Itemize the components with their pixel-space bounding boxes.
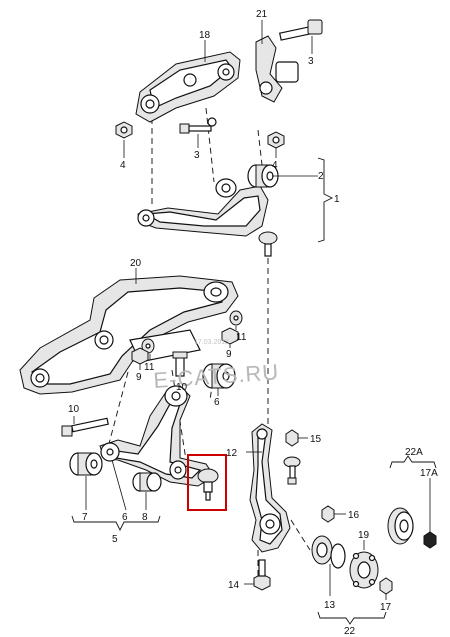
callout-10: 10 [68, 404, 80, 415]
watermark-text: E-CATS.RU [153, 359, 280, 393]
callout-15: 15 [310, 434, 322, 445]
wheel-hub-19[interactable] [349, 551, 379, 589]
steering-knuckle-12[interactable] [249, 423, 291, 553]
lower-control-arm-5[interactable] [99, 385, 215, 487]
callout-11: 11 [236, 332, 247, 343]
callout-22A: 22A [405, 447, 423, 458]
wheel-bearing-13[interactable] [311, 535, 346, 569]
callout-12: 12 [226, 448, 238, 459]
callout-22: 22 [344, 626, 356, 637]
bolt-3-upper[interactable] [278, 19, 323, 41]
callout-2: 2 [318, 171, 324, 182]
callout-9: 9 [136, 372, 142, 383]
callout-13: 13 [324, 600, 336, 611]
hub-nut-17A[interactable] [423, 531, 437, 549]
ball-joint-highlight-box [187, 454, 227, 511]
callout-10: 10 [176, 382, 188, 393]
callout-5: 5 [112, 534, 118, 545]
callout-3: 3 [308, 56, 314, 67]
sensor-bracket-21[interactable] [255, 35, 299, 103]
callout-3: 3 [194, 150, 200, 161]
callout-1: 1 [334, 194, 340, 205]
nut-4-right[interactable] [267, 131, 285, 149]
wheel-hub-22A[interactable] [387, 507, 414, 545]
callout-19: 19 [358, 530, 370, 541]
callout-labels: 21 18 3 3 4 4 2 1 20 11 11 9 9 10 10 6 1… [68, 9, 438, 637]
callout-6: 6 [214, 397, 220, 408]
nut-4-left[interactable] [115, 121, 133, 139]
bolt-14[interactable] [253, 559, 271, 591]
callout-6: 6 [122, 512, 128, 523]
callout-8: 8 [142, 512, 148, 523]
hub-nut-17[interactable] [379, 577, 393, 595]
nut-9-upper[interactable] [221, 327, 239, 345]
callout-9: 9 [226, 349, 232, 360]
ball-joint[interactable] [197, 468, 219, 501]
callout-4: 4 [272, 160, 278, 171]
braces [71, 157, 437, 625]
callout-21: 21 [256, 9, 268, 20]
bolt-3-middle[interactable] [179, 117, 217, 134]
callout-20: 20 [130, 258, 142, 269]
bushing-2[interactable] [247, 164, 279, 188]
callout-14: 14 [228, 580, 240, 591]
callout-16: 16 [348, 510, 360, 521]
bushing-8[interactable] [132, 472, 162, 492]
watermark-small-text: 17.03.2015 [194, 339, 229, 346]
bushing-11-upper[interactable] [229, 310, 243, 326]
callout-11: 11 [144, 362, 155, 373]
bushing-6-upper[interactable] [202, 363, 236, 389]
nut-15[interactable] [285, 429, 299, 447]
tie-rod-end[interactable] [283, 456, 301, 485]
bolt-10-left[interactable] [61, 417, 109, 437]
nut-16[interactable] [321, 505, 335, 523]
upper-control-arm-1[interactable] [137, 178, 278, 257]
callout-4: 4 [120, 160, 126, 171]
bushing-7[interactable] [69, 452, 103, 476]
leader-lines [73, 20, 431, 600]
callout-17A: 17A [420, 468, 438, 479]
nut-9-lower[interactable] [131, 347, 149, 365]
callout-17: 17 [380, 602, 392, 613]
callout-7: 7 [82, 512, 88, 523]
upper-bracket-18[interactable] [135, 51, 241, 123]
callout-18: 18 [199, 30, 211, 41]
